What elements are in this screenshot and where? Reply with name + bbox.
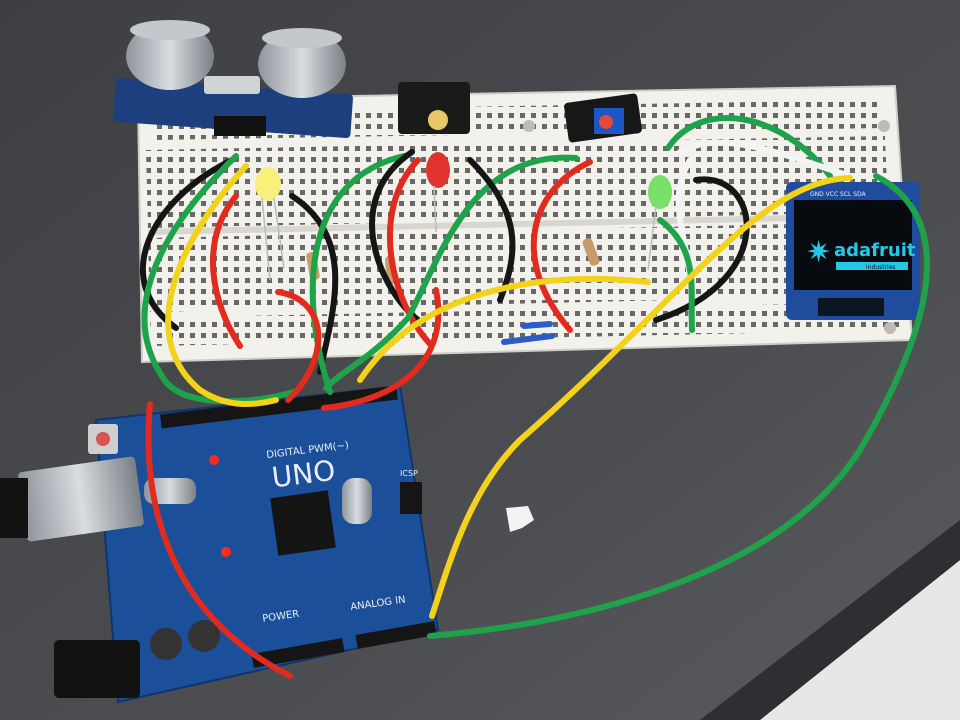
wire-red-5: [530, 159, 593, 333]
wire-black-1: [139, 157, 235, 331]
yellow-led: [255, 167, 285, 281]
wire-blue-1: [501, 333, 555, 345]
green-led: [647, 175, 672, 271]
wire-black-4: [467, 157, 516, 303]
wire-red-1: [210, 193, 243, 349]
wire-black-5: [653, 176, 750, 323]
wire-red-2: [275, 289, 322, 403]
button-module: [398, 82, 470, 134]
arduino-uno: UNO DIGITAL PWM(~) POWER ANALOG IN ICSP: [0, 384, 440, 704]
wire-green-5: [657, 217, 695, 333]
wire-blue-2: [521, 321, 553, 329]
ultrasonic-sensor: [113, 20, 353, 138]
red-led: [426, 152, 450, 233]
power-led: [209, 455, 219, 465]
oled-brand-text: adafruit: [834, 240, 916, 261]
wire-yellow-3: [429, 175, 853, 619]
icsp-header: [400, 482, 422, 514]
digital-header: [160, 385, 398, 429]
wire-green-4: [665, 115, 833, 179]
status-led: [221, 547, 231, 557]
wire-black-2: [289, 193, 339, 375]
power-jack: [54, 640, 140, 698]
wire-green-6: [427, 173, 930, 639]
oled-sub-text: industries: [866, 264, 896, 271]
power-label: POWER: [262, 609, 300, 625]
board-model-label: UNO: [270, 454, 337, 494]
wire-yellow-2: [357, 275, 651, 383]
oled-pin-labels: GND VCC SCL SDA: [810, 191, 867, 198]
wire-green-3: [323, 154, 579, 391]
power-header: [251, 638, 345, 668]
jumper-wires: [139, 115, 930, 679]
analog-header: [355, 621, 437, 649]
wire-green-2: [309, 153, 407, 395]
icsp-label: ICSP: [400, 469, 418, 478]
oled-star-icon: ✷: [806, 235, 831, 270]
potentiometer: [564, 93, 642, 143]
wire-yellow-1: [165, 163, 279, 407]
oled-display: GND VCC SCL SDA ✷ adafruit industries: [786, 182, 920, 320]
usb-port: [18, 456, 144, 542]
plastic-clip: [506, 506, 534, 532]
microcontroller-chip: [270, 490, 336, 556]
wire-green-1: [141, 153, 297, 405]
wire-red-6: [145, 401, 293, 679]
